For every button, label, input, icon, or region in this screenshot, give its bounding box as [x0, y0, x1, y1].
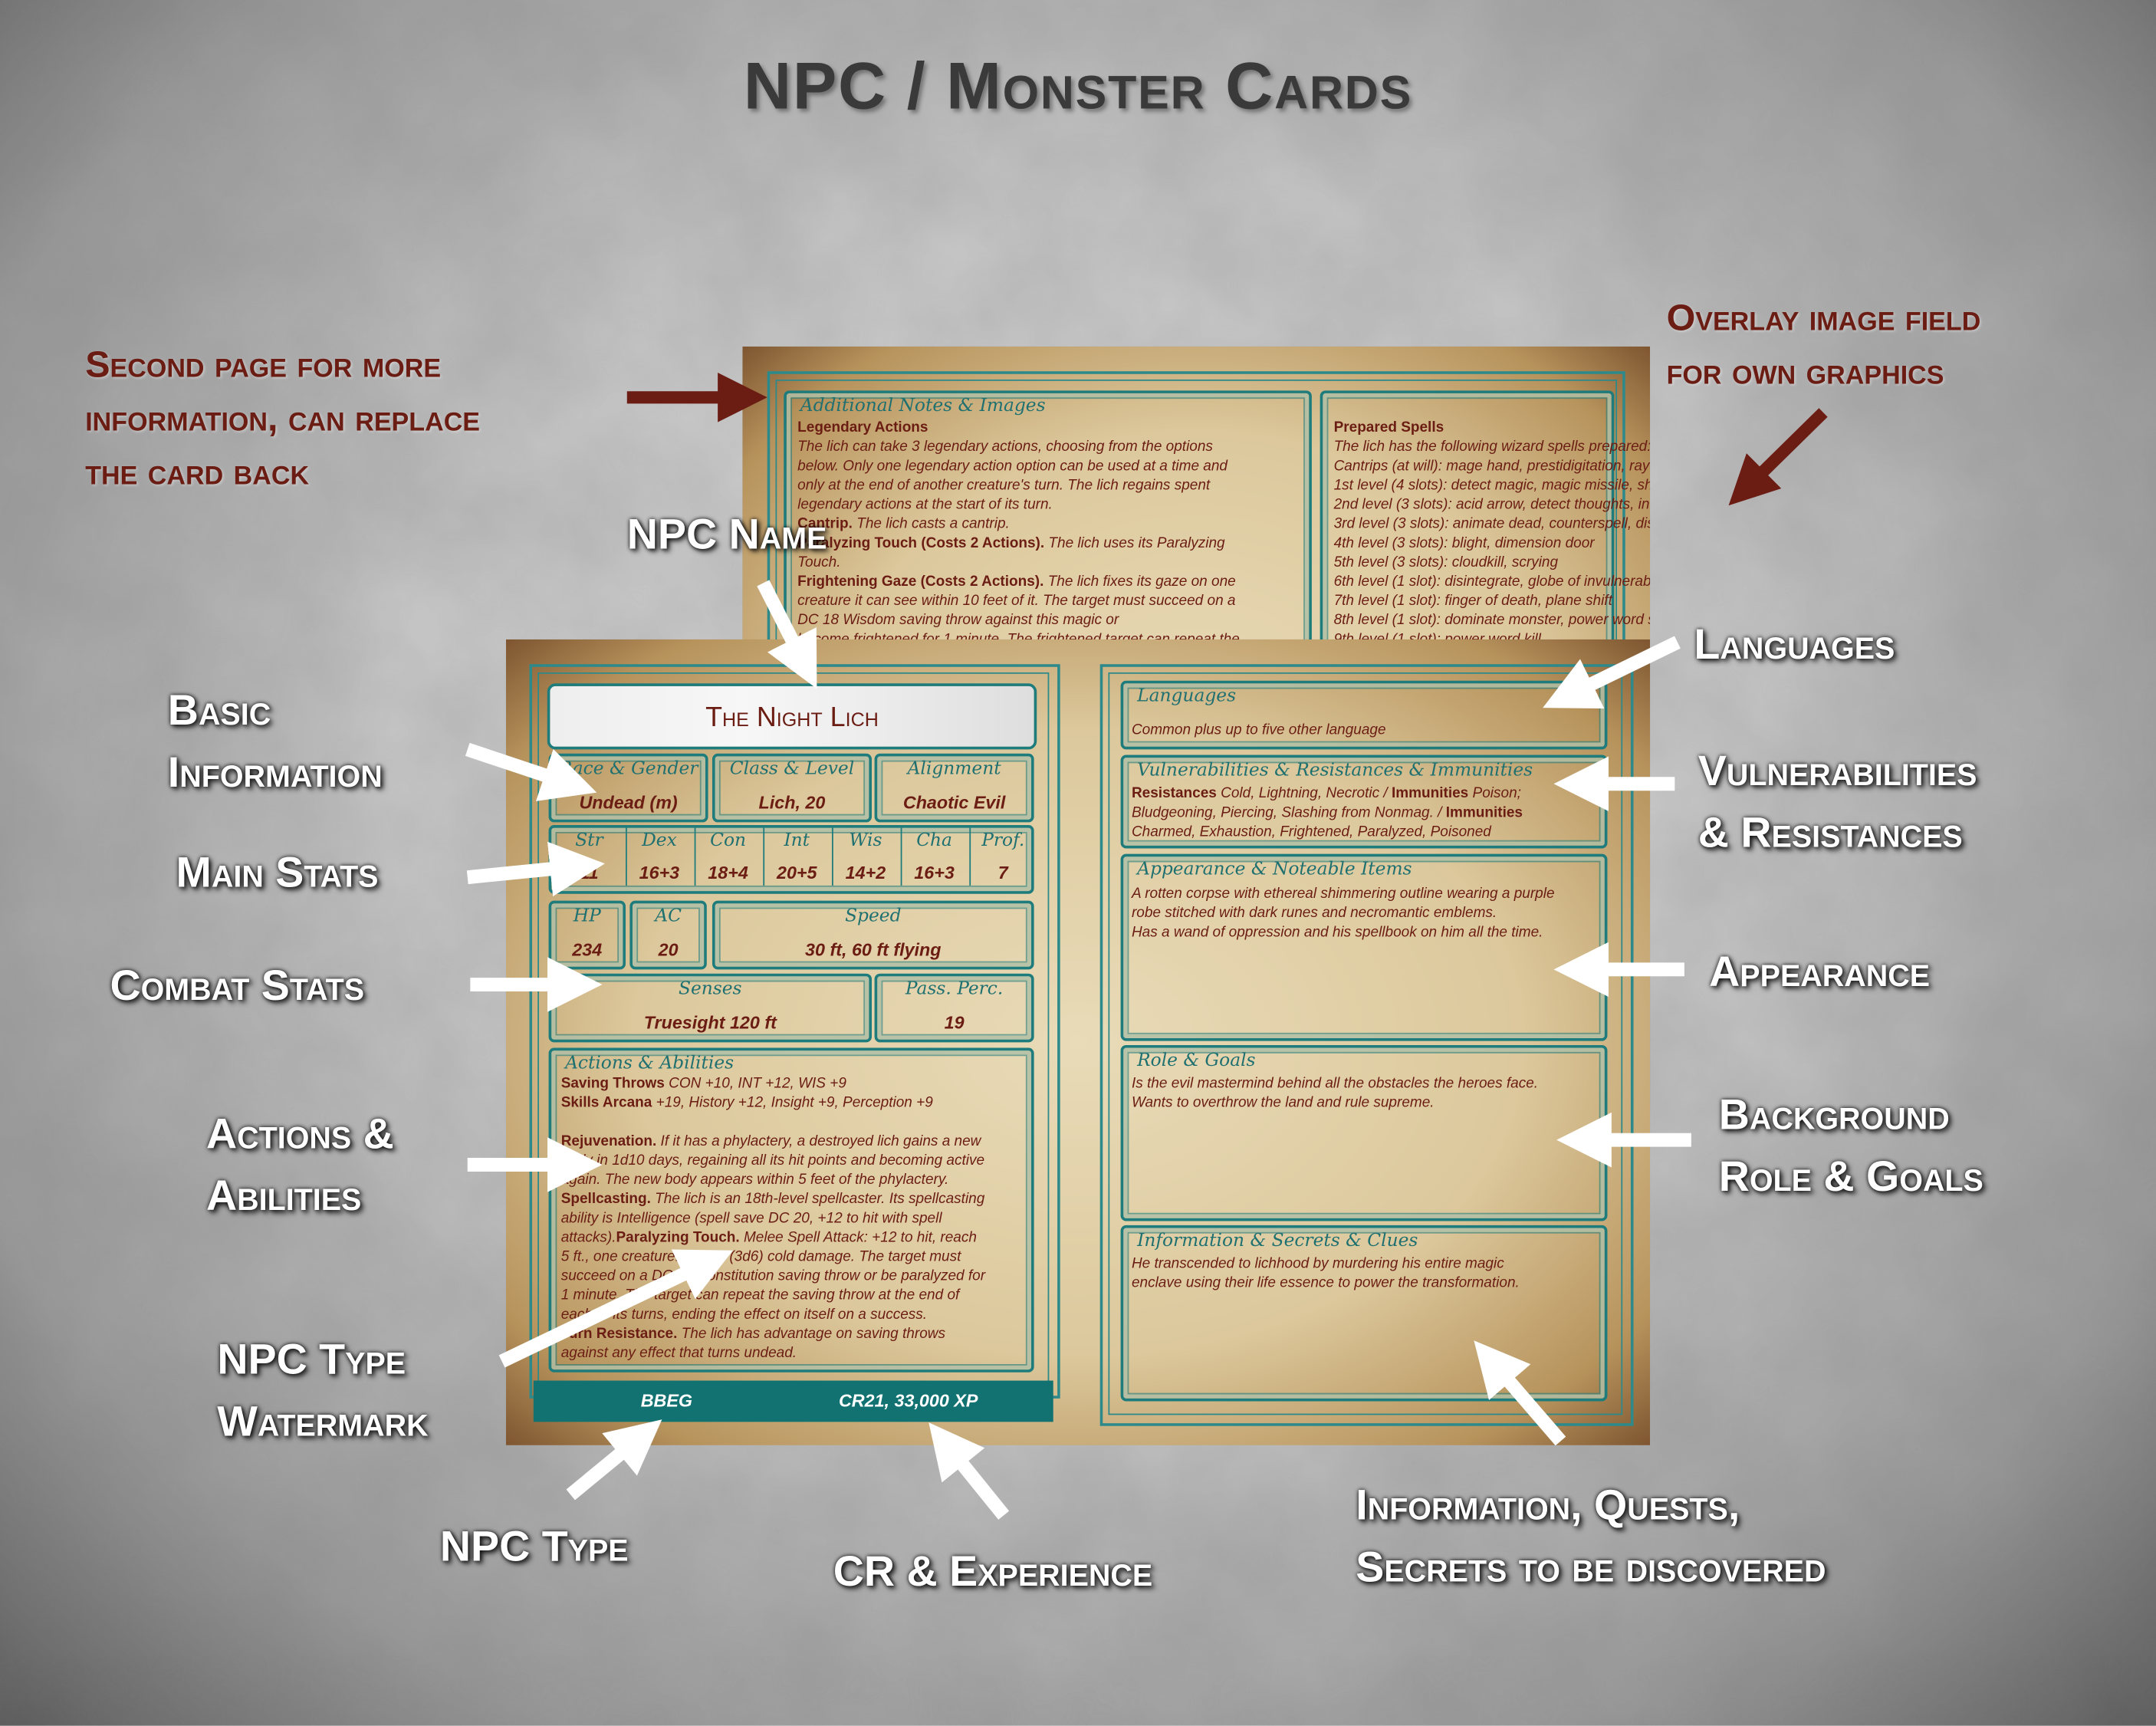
stat-dex[interactable]: Dex 16+3 [625, 827, 692, 886]
label-cr-xp: CR & Experience [833, 1547, 1153, 1596]
appearance-text: A rotten corpse with ethereal shimmering… [1131, 885, 1555, 941]
senses-box[interactable]: Senses Truesight 120 ft [548, 973, 872, 1043]
label-main-stats: Main Stats [176, 848, 379, 897]
stat-int[interactable]: Int 20+5 [763, 827, 829, 886]
cr-xp: CR21, 33,000 XP [838, 1390, 978, 1411]
speed-value: 30 ft, 60 ft flying [805, 939, 942, 960]
class-label: Class & Level [729, 758, 855, 780]
alignment-box[interactable]: Alignment Chaotic Evil [874, 753, 1034, 823]
notes-title: Additional Notes & Images [800, 396, 1046, 417]
stat-value: 16+3 [914, 862, 955, 883]
languages-text: Common plus up to five other language [1131, 722, 1386, 739]
label-information: Information, Quests,Secrets to be discov… [1356, 1481, 1826, 1591]
perception-box[interactable]: Pass. Perc. 19 [874, 973, 1034, 1043]
label-npc-type: NPC Type [439, 1522, 629, 1571]
race-value: Undead (m) [579, 791, 678, 813]
ac-box[interactable]: AC 20 [629, 900, 707, 970]
stat-value: 18+4 [708, 862, 748, 883]
race-label: Race & Gender [558, 758, 698, 780]
hp-value: 234 [572, 939, 603, 960]
appearance-title: Appearance & Noteable Items [1137, 859, 1412, 880]
stat-con[interactable]: Con 18+4 [694, 827, 761, 886]
hp-label: HP [573, 906, 601, 927]
class-value: Lich, 20 [758, 791, 826, 813]
stat-label: Con [710, 830, 747, 852]
label-actions: Actions &Abilities [206, 1110, 394, 1220]
hp-box[interactable]: HP 234 [548, 900, 626, 970]
perception-value: 19 [944, 1011, 965, 1033]
vulnerabilities-box[interactable]: Vulnerabilities & Resistances & Immuniti… [1120, 755, 1608, 849]
stat-value: 20+5 [776, 862, 817, 883]
role-box[interactable]: Role & Goals [1120, 1044, 1608, 1221]
page-heading: NPC / Monster Cards [743, 51, 1413, 124]
stat-value: 14+2 [845, 862, 886, 883]
alignment-value: Chaotic Evil [902, 791, 1006, 813]
actions-box[interactable]: Actions & Abilities [548, 1047, 1034, 1373]
speed-label: Speed [845, 906, 902, 927]
label-languages: Languages [1694, 620, 1895, 669]
label-vulnerabilities: Vulnerabilities& Resistances [1698, 746, 1977, 857]
info-box[interactable]: Information & Secrets & Clues [1120, 1225, 1608, 1402]
label-combat-stats: Combat Stats [110, 961, 365, 1010]
stat-value: 11 [580, 862, 599, 883]
npc-name[interactable]: The Night Lich [547, 683, 1037, 750]
label-appearance: Appearance [1709, 947, 1931, 996]
stat-value: 7 [997, 862, 1008, 883]
senses-label: Senses [679, 978, 742, 1000]
speed-box[interactable]: Speed 30 ft, 60 ft flying [712, 900, 1034, 970]
stat-str[interactable]: Str 11 [557, 828, 621, 886]
stat-wis[interactable]: Wis 14+2 [831, 827, 898, 886]
stat-label: Cha [916, 830, 952, 852]
stat-cha[interactable]: Cha 16+3 [900, 827, 967, 886]
info-text: He transcended to lichhood by murdering … [1131, 1255, 1520, 1291]
npc-type: BBEG [640, 1390, 693, 1411]
npc-type-banner[interactable]: BBEG CR21, 33,000 XP [533, 1380, 1053, 1422]
perception-label: Pass. Perc. [905, 978, 1004, 1000]
stat-label: Dex [642, 830, 677, 852]
role-text: Is the evil mastermind behind all the ob… [1131, 1075, 1539, 1112]
vulnerabilities-title: Vulnerabilities & Resistances & Immuniti… [1137, 760, 1533, 781]
alignment-label: Alignment [907, 758, 1001, 780]
info-title: Information & Secrets & Clues [1137, 1231, 1418, 1251]
ac-value: 20 [658, 939, 679, 960]
stat-label: Str [575, 830, 603, 852]
stat-label: Wis [849, 830, 882, 852]
race-box[interactable]: Race & Gender Undead (m) [548, 753, 708, 823]
stat-label: Int [784, 830, 810, 852]
stat-label: Prof. [981, 830, 1025, 852]
role-title: Role & Goals [1137, 1050, 1256, 1072]
stat-value: 16+3 [639, 862, 680, 883]
languages-title: Languages [1137, 685, 1237, 707]
vulnerabilities-text: Resistances Cold, Lightning, Necrotic / … [1131, 785, 1523, 840]
languages-box[interactable]: Languages [1120, 680, 1608, 750]
stat-prof[interactable]: Prof. 7 [969, 827, 1035, 886]
ac-label: AC [655, 906, 682, 927]
actions-title: Actions & Abilities [565, 1053, 735, 1074]
senses-value: Truesight 120 ft [643, 1011, 777, 1033]
class-box[interactable]: Class & Level Lich, 20 [712, 753, 872, 823]
appearance-box[interactable]: Appearance & Noteable Items [1120, 853, 1608, 1041]
label-npc-name: NPC Name [626, 510, 827, 559]
